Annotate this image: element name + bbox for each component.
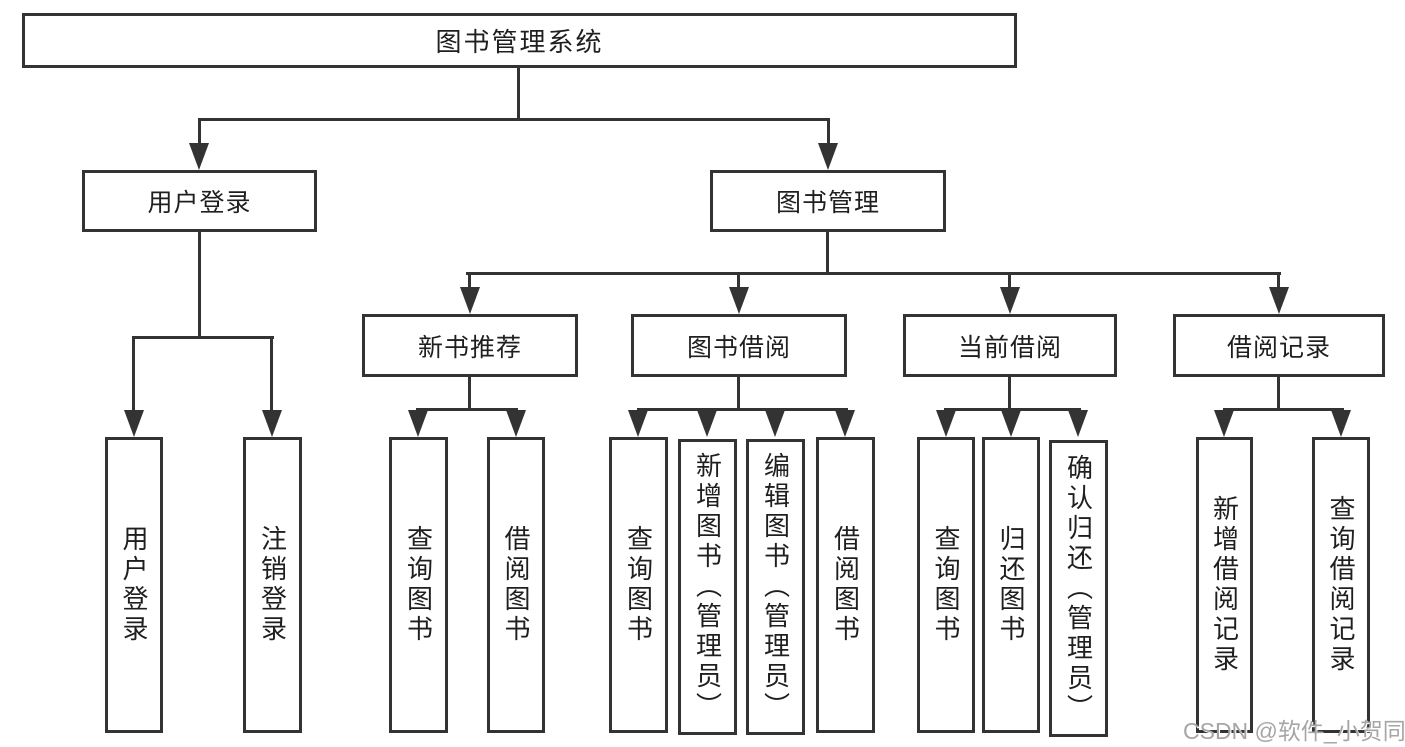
node-label: 查询图书 [623, 525, 654, 645]
connector-vline [1008, 377, 1011, 408]
arrow-down-icon [765, 410, 785, 437]
connector-hline [198, 118, 830, 121]
node-label: 注销登录 [257, 525, 288, 645]
node-label: 编辑图书（管理员） [760, 452, 791, 722]
connector-hline [466, 272, 1281, 275]
node-label: 图书管理 [775, 189, 880, 217]
node-label: 用户登录 [119, 525, 149, 645]
node-label: 查询图书 [931, 525, 961, 645]
connector-vline [1277, 272, 1280, 287]
connector-vline [826, 232, 829, 272]
arrow-down-icon [1269, 287, 1289, 314]
connector-vline [737, 272, 740, 287]
leaf-borrow-book-recommend: 借阅图书 [487, 437, 545, 733]
node-label: 确认归还（管理员） [1063, 453, 1094, 724]
connector-hline [944, 408, 1081, 411]
leaf-confirm-return-admin: 确认归还（管理员） [1049, 440, 1108, 737]
arrow-down-icon [1068, 410, 1088, 437]
node-new-book-recommend: 新书推荐 [362, 314, 578, 377]
connector-vline [1277, 377, 1280, 408]
connector-vline [827, 118, 830, 143]
arrow-down-icon [936, 410, 956, 437]
arrow-down-icon [835, 410, 855, 437]
node-label: 借阅图书 [830, 525, 861, 645]
arrow-down-icon [1001, 410, 1021, 437]
node-label: 新增借阅记录 [1209, 495, 1240, 675]
node-borrow-records: 借阅记录 [1173, 314, 1385, 377]
connector-hline [1223, 408, 1344, 411]
leaf-edit-book-admin: 编辑图书（管理员） [746, 439, 805, 735]
node-label: 用户登录 [147, 189, 252, 217]
node-label: 图书借阅 [686, 333, 791, 362]
node-label: 查询图书 [403, 525, 434, 645]
leaf-borrow-book: 借阅图书 [816, 437, 875, 733]
leaf-query-book-current: 查询图书 [917, 437, 975, 733]
arrow-down-icon [628, 410, 648, 437]
arrow-down-icon [408, 410, 428, 437]
node-book-management: 图书管理 [710, 170, 946, 232]
node-user-login: 用户登录 [82, 170, 317, 232]
leaf-return-book: 归还图书 [982, 437, 1040, 733]
node-label: 当前借阅 [957, 333, 1062, 362]
arrow-down-icon [506, 410, 526, 437]
arrow-down-icon [262, 410, 282, 437]
node-label: 新书推荐 [417, 333, 522, 362]
node-label: 查询借阅记录 [1326, 495, 1356, 675]
node-system-root: 图书管理系统 [22, 13, 1017, 68]
connector-vline [198, 232, 201, 336]
arrow-down-icon [729, 287, 749, 314]
leaf-add-book-admin: 新增图书（管理员） [678, 439, 737, 735]
arrow-down-icon [1331, 410, 1351, 437]
arrow-down-icon [1214, 410, 1234, 437]
leaf-query-borrow-record: 查询借阅记录 [1312, 437, 1370, 733]
leaf-query-book-recommend: 查询图书 [389, 437, 448, 733]
connector-hline [416, 408, 518, 411]
arrow-down-icon [124, 410, 144, 437]
connector-vline [737, 377, 740, 408]
arrow-down-icon [697, 410, 717, 437]
connector-vline [468, 272, 471, 287]
leaf-query-book-borrow: 查询图书 [609, 437, 668, 733]
node-label: 新增图书（管理员） [692, 452, 723, 722]
connector-vline [132, 336, 135, 410]
connector-vline [468, 377, 471, 408]
connector-vline [270, 336, 273, 410]
leaf-add-borrow-record: 新增借阅记录 [1196, 437, 1253, 733]
node-label: 借阅记录 [1226, 333, 1331, 362]
node-label: 图书管理系统 [435, 27, 604, 57]
arrow-down-icon [1000, 287, 1020, 314]
leaf-user-login: 用户登录 [105, 437, 163, 733]
connector-vline [198, 118, 201, 143]
arrow-down-icon [460, 287, 480, 314]
arrow-down-icon [189, 143, 209, 170]
node-current-borrow: 当前借阅 [903, 314, 1117, 377]
node-book-borrow: 图书借阅 [631, 314, 847, 377]
arrow-down-icon [818, 143, 838, 170]
leaf-logout: 注销登录 [243, 437, 302, 733]
node-label: 归还图书 [996, 525, 1026, 645]
connector-hline [132, 336, 274, 339]
connector-vline [1008, 272, 1011, 287]
connector-vline [517, 68, 520, 118]
csdn-watermark: CSDN @软件_小贺同学 [1183, 718, 1405, 744]
connector-hline [637, 408, 848, 411]
node-label: 借阅图书 [501, 525, 531, 645]
